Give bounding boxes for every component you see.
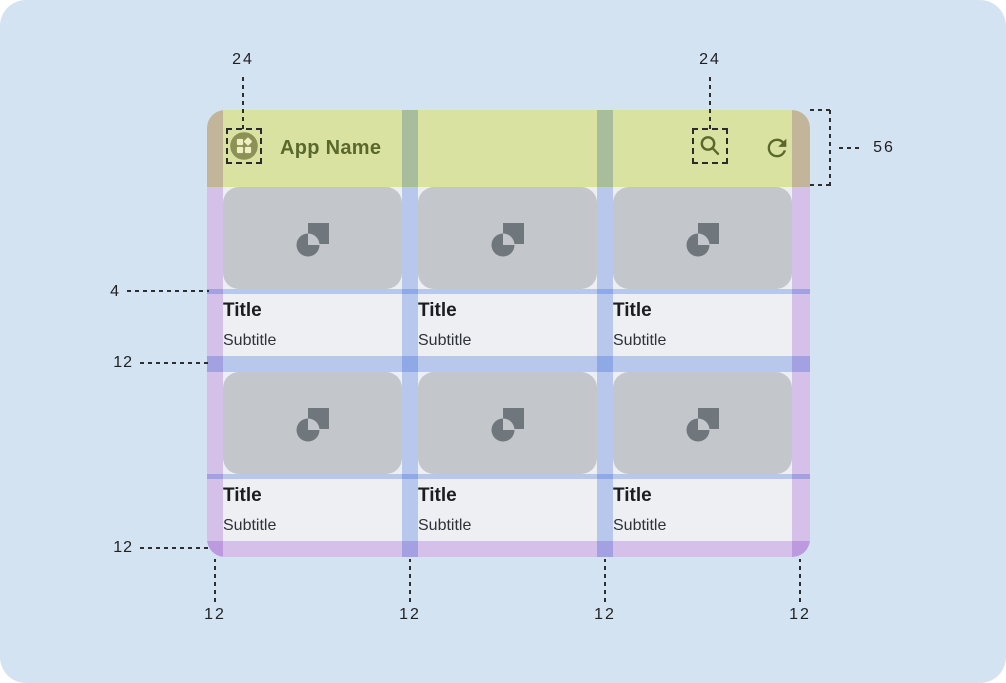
measure-label-margin: 12: [789, 606, 811, 623]
measure-label-gutter: 12: [399, 606, 421, 623]
card-subtitle: Subtitle: [613, 517, 667, 534]
top-app-bar: App Name: [207, 110, 810, 187]
measure-label-gutter: 12: [594, 606, 616, 623]
refresh-icon[interactable]: [763, 134, 791, 162]
card-media[interactable]: [223, 187, 402, 289]
card-text-block[interactable]: Title Subtitle: [223, 294, 402, 356]
card-text-block[interactable]: Title Subtitle: [223, 479, 402, 541]
measure-bracket-top: [810, 109, 831, 111]
card-subtitle: Subtitle: [223, 517, 277, 534]
card-subtitle: Subtitle: [613, 332, 667, 349]
measure-bracket-side: [829, 109, 831, 186]
bottom-margin-overlay: [207, 541, 810, 557]
card-media[interactable]: [418, 187, 597, 289]
measure-line: [242, 75, 244, 129]
app-logo-icon[interactable]: [228, 130, 260, 162]
card-media[interactable]: [223, 372, 402, 474]
app-icon-keyline-box: [226, 128, 262, 164]
card-media[interactable]: [613, 372, 792, 474]
measure-line: [140, 362, 209, 364]
card-media[interactable]: [418, 372, 597, 474]
card-title: Title: [223, 300, 262, 321]
card-title: Title: [223, 485, 262, 506]
measure-label-appbar-height: 56: [873, 139, 895, 156]
measure-bracket-bottom: [810, 184, 831, 186]
card-text-block[interactable]: Title Subtitle: [613, 479, 792, 541]
measure-label-row-gutter: 12: [113, 354, 133, 371]
measure-line: [140, 547, 209, 549]
app-name-title: App Name: [280, 137, 382, 159]
measure-label-bottom-margin: 12: [113, 539, 133, 556]
card-media[interactable]: [613, 187, 792, 289]
measure-label-margin: 12: [204, 606, 226, 623]
row-gutter-overlay: [207, 356, 810, 372]
card-text-block[interactable]: Title Subtitle: [613, 294, 792, 356]
card-subtitle: Subtitle: [418, 517, 472, 534]
measure-line: [604, 559, 606, 602]
card-text-block[interactable]: Title Subtitle: [418, 294, 597, 356]
card-title: Title: [613, 485, 652, 506]
app-screen-mockup: App Name: [207, 110, 810, 557]
measure-line: [214, 559, 216, 602]
measure-label-trailing-icon: 24: [699, 51, 721, 68]
card-title: Title: [418, 485, 457, 506]
card-text-block[interactable]: Title Subtitle: [418, 479, 597, 541]
measure-line: [839, 147, 863, 149]
measure-line: [709, 75, 711, 129]
card-title: Title: [613, 300, 652, 321]
measure-line: [127, 290, 209, 292]
search-icon[interactable]: [696, 132, 724, 160]
card-title: Title: [418, 300, 457, 321]
measure-label-media-text-gap: 4: [110, 283, 120, 300]
measure-label-leading-icon: 24: [232, 51, 254, 68]
card-subtitle: Subtitle: [223, 332, 277, 349]
measure-line: [409, 559, 411, 602]
search-icon-keyline-box: [692, 128, 728, 164]
card-subtitle: Subtitle: [418, 332, 472, 349]
measure-line: [799, 559, 801, 602]
